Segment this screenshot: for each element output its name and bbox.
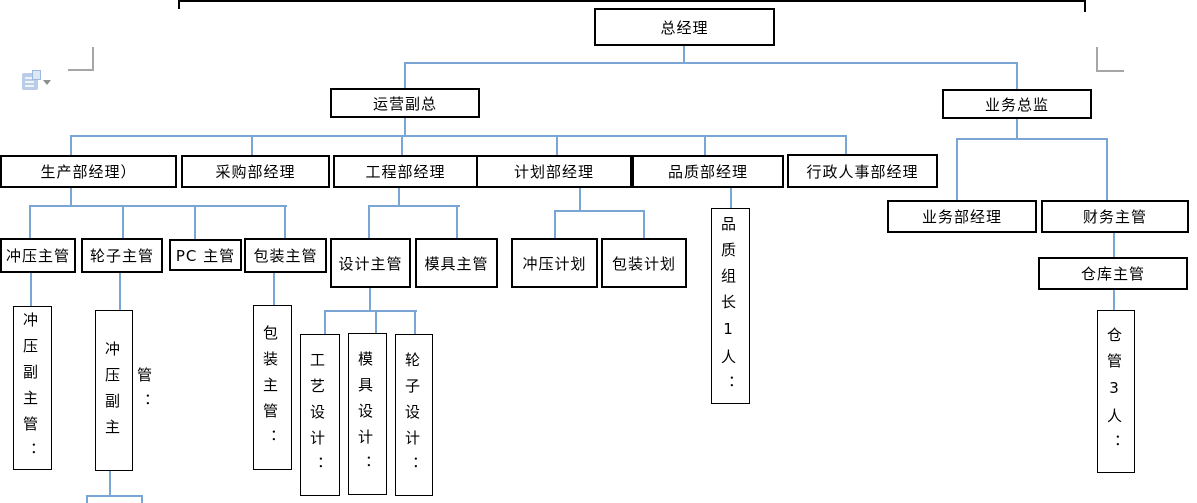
margin-mark-topleft — [92, 47, 94, 71]
org-node-hr-admin-manager[interactable]: 行政人事部经理 — [787, 154, 938, 188]
connector — [284, 205, 286, 238]
connector — [956, 138, 958, 200]
connector — [404, 62, 1018, 64]
connector — [86, 495, 143, 497]
org-node-planning-manager[interactable]: 计划部经理 — [476, 155, 632, 188]
org-node-stamping-deputy-1[interactable]: 冲压副主管： — [13, 306, 52, 470]
connector — [556, 135, 558, 155]
connector — [273, 273, 275, 305]
cutoff-box-left-edge — [178, 0, 180, 9]
connector — [554, 210, 645, 212]
connector — [368, 205, 460, 207]
connector — [141, 495, 143, 503]
connector — [456, 205, 458, 238]
org-node-pc-supervisor[interactable]: PC 主管 — [169, 239, 242, 271]
org-node-quality-manager[interactable]: 品质部经理 — [632, 155, 784, 188]
org-node-warehouse-keeper[interactable]: 仓管3人： — [1097, 310, 1135, 473]
connector — [683, 46, 685, 62]
connector — [324, 310, 417, 312]
connector — [70, 135, 72, 155]
org-node-business-dept-manager[interactable]: 业务部经理 — [887, 200, 1037, 233]
connector — [122, 205, 124, 238]
org-node-packing-supervisor[interactable]: 包装主管 — [244, 238, 327, 273]
connector — [86, 495, 88, 503]
org-node-finance-supervisor[interactable]: 财务主管 — [1041, 200, 1189, 233]
connector — [369, 288, 371, 310]
connector — [251, 135, 253, 155]
connector — [375, 310, 377, 333]
connector — [1113, 233, 1115, 257]
paste-options-icon[interactable] — [22, 70, 41, 90]
connector — [404, 118, 406, 135]
connector — [1113, 290, 1115, 310]
org-node-wheel-design[interactable]: 轮子设计： — [395, 334, 433, 496]
connector — [1016, 62, 1018, 89]
org-node-craft-design[interactable]: 工艺设计： — [300, 334, 340, 496]
connector — [579, 188, 581, 210]
connector — [368, 205, 370, 238]
org-node-packing-supervisor-detail[interactable]: 包装主管： — [253, 305, 292, 470]
cutoff-box-right-edge — [1084, 0, 1086, 12]
org-node-quality-team-leader[interactable]: 品质组长1人： — [711, 208, 750, 404]
chevron-down-icon[interactable] — [43, 80, 51, 85]
connector — [956, 138, 1108, 140]
connector — [70, 135, 847, 137]
org-node-general-manager[interactable]: 总经理 — [594, 8, 775, 46]
org-node-warehouse-supervisor[interactable]: 仓库主管 — [1038, 257, 1188, 290]
org-node-purchasing-manager[interactable]: 采购部经理 — [181, 155, 330, 188]
connector — [194, 205, 196, 239]
connector — [1106, 138, 1108, 200]
margin-mark-topright — [1096, 70, 1124, 72]
org-node-business-director[interactable]: 业务总监 — [942, 89, 1092, 119]
connector — [324, 310, 326, 334]
org-node-operations-vp[interactable]: 运营副总 — [330, 88, 480, 118]
connector — [30, 273, 32, 306]
connector — [398, 188, 400, 205]
connector — [29, 205, 31, 238]
org-node-production-manager[interactable]: 生产部经理） — [0, 155, 177, 188]
connector — [554, 210, 556, 238]
org-node-stamping-deputy-2[interactable]: 冲压副主管： — [95, 310, 153, 471]
connector — [70, 188, 72, 205]
connector — [643, 210, 645, 238]
cutoff-box-bottom-edge — [178, 0, 1086, 2]
connector — [29, 205, 287, 207]
org-node-engineering-manager[interactable]: 工程部经理 — [333, 155, 478, 188]
connector — [109, 471, 111, 495]
org-node-stamping-supervisor[interactable]: 冲压主管 — [0, 238, 76, 273]
connector — [414, 310, 416, 334]
org-node-wheel-supervisor[interactable]: 轮子主管 — [81, 238, 163, 273]
org-node-mold-supervisor[interactable]: 模具主管 — [415, 238, 498, 288]
org-node-mold-design[interactable]: 模具设计： — [348, 333, 387, 495]
connector — [845, 135, 847, 154]
org-node-packing-planning[interactable]: 包装计划 — [601, 238, 687, 288]
connector — [404, 62, 406, 88]
connector — [730, 188, 732, 208]
margin-mark-topleft — [68, 69, 94, 71]
connector — [1016, 119, 1018, 138]
connector — [119, 273, 121, 310]
org-node-design-supervisor[interactable]: 设计主管 — [330, 238, 411, 288]
margin-mark-topright — [1096, 47, 1098, 72]
connector — [401, 135, 403, 155]
org-node-stamping-planning[interactable]: 冲压计划 — [511, 238, 598, 288]
connector — [704, 135, 706, 155]
